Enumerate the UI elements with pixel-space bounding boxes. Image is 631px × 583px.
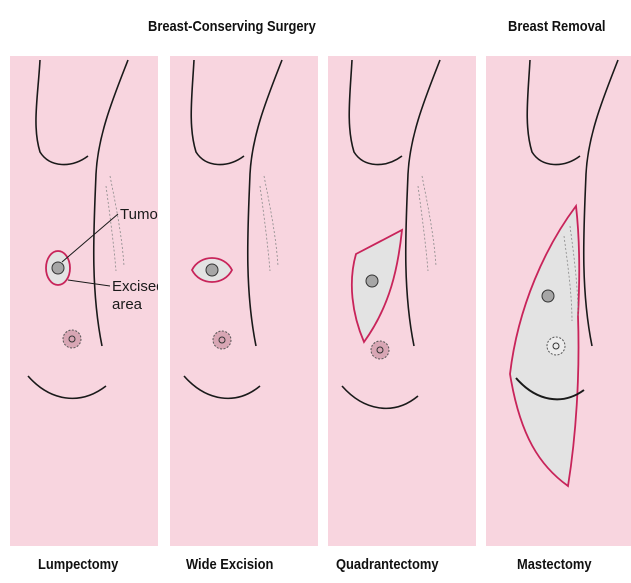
heading-breast-conserving-surgery: Breast-Conserving Surgery — [148, 18, 316, 35]
caption-mastectomy: Mastectomy — [517, 556, 592, 573]
nipple-areola — [213, 331, 231, 349]
tumor — [52, 262, 64, 274]
area-label: area — [112, 296, 143, 313]
nipple-areola — [547, 337, 565, 355]
caption-wide-excision: Wide Excision — [186, 556, 273, 573]
nipple-areola — [63, 330, 81, 348]
heading-breast-removal: Breast Removal — [508, 18, 606, 35]
tumor — [206, 264, 218, 276]
panel-mastectomy — [486, 56, 631, 546]
panel-quadrantectomy — [328, 56, 476, 546]
caption-quadrantectomy: Quadrantectomy — [336, 556, 439, 573]
tumor — [366, 275, 378, 287]
tumor — [542, 290, 554, 302]
tumor-label: Tumor — [120, 206, 158, 223]
excised-label: Excised — [112, 278, 158, 295]
panel-wide-excision — [170, 56, 318, 546]
panel-lumpectomy: Tumor Excised area — [10, 56, 158, 546]
nipple-areola — [371, 341, 389, 359]
caption-lumpectomy: Lumpectomy — [38, 556, 118, 573]
